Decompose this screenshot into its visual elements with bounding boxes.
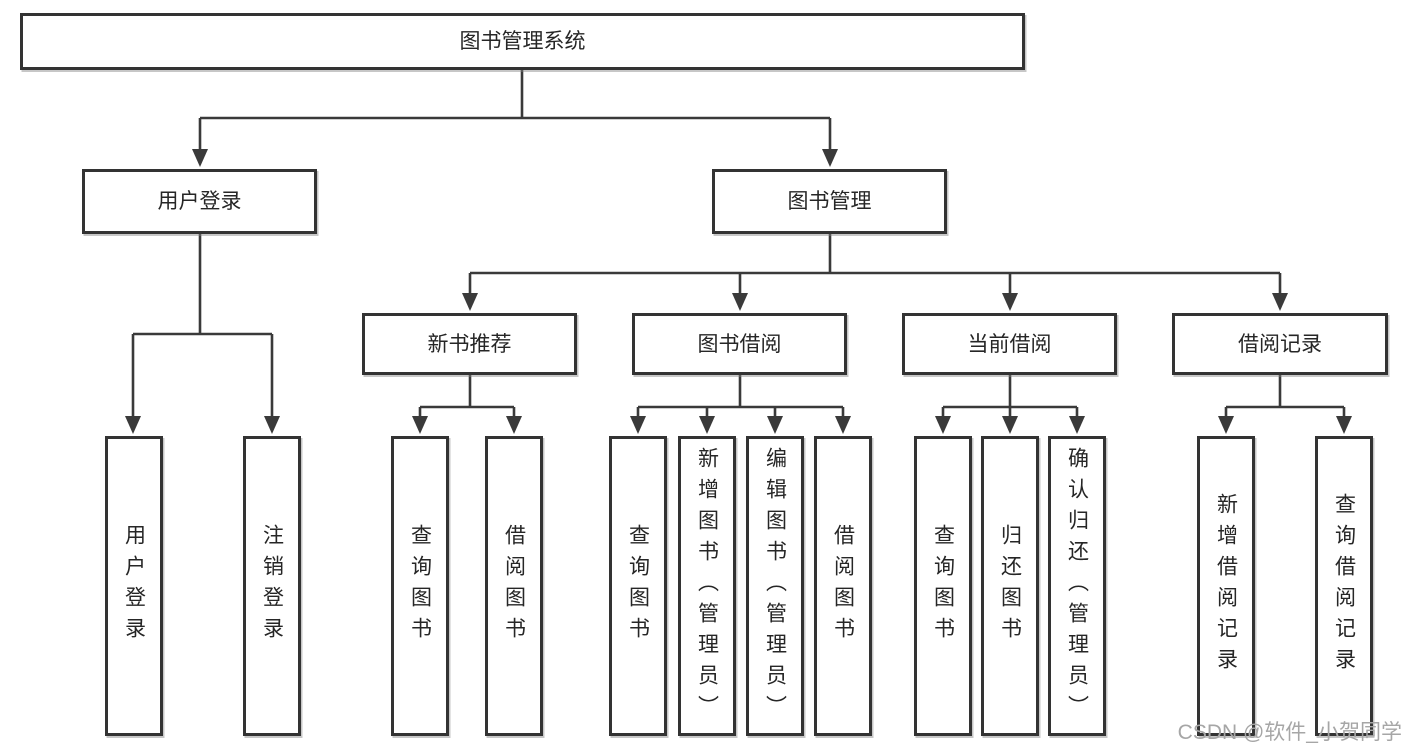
- node-label: 图书管理系统: [459, 30, 586, 53]
- node-current-borrowing: 当前借阅: [902, 313, 1117, 375]
- arrow-down-icon: [1002, 416, 1018, 434]
- leaf-label: 确认归还（管理员）: [1065, 446, 1089, 726]
- node-user-login: 用户登录: [82, 169, 317, 234]
- leaf-label: 查询图书: [931, 524, 955, 648]
- arrow-down-icon: [732, 293, 748, 311]
- node-library-management-system: 图书管理系统: [20, 13, 1025, 70]
- watermark: CSDN @软件_小贺同学: [1177, 721, 1402, 744]
- leaf-label: 借阅图书: [831, 524, 855, 648]
- node-label: 新书推荐: [427, 332, 512, 356]
- arrow-down-icon: [1272, 293, 1288, 311]
- connector-book-management-to-level3: [468, 234, 1282, 296]
- leaf-add-borrow-record: 新增借阅记录: [1197, 436, 1255, 736]
- arrow-down-icon: [1002, 293, 1018, 311]
- leaf-logout: 注销登录: [243, 436, 301, 736]
- leaf-borrow-books: 借阅图书: [814, 436, 872, 736]
- arrow-down-icon: [192, 149, 208, 167]
- arrow-down-icon: [125, 416, 141, 434]
- arrow-down-icon: [412, 416, 428, 434]
- leaf-edit-books-admin: 编辑图书（管理员）: [746, 436, 804, 736]
- leaf-label: 归还图书: [998, 524, 1022, 648]
- leaf-label: 编辑图书（管理员）: [763, 446, 787, 726]
- connector-borrowing-records-to-leaves: [1224, 375, 1346, 419]
- node-label: 当前借阅: [967, 332, 1052, 356]
- leaf-return-books: 归还图书: [981, 436, 1039, 736]
- node-borrowing-records: 借阅记录: [1172, 313, 1388, 375]
- arrow-down-icon: [935, 416, 951, 434]
- arrow-down-icon: [1336, 416, 1352, 434]
- arrow-down-icon: [835, 416, 851, 434]
- node-label: 用户登录: [157, 190, 242, 213]
- node-new-book-recommendation: 新书推荐: [362, 313, 577, 375]
- arrow-down-icon: [630, 416, 646, 434]
- leaf-label: 新增借阅记录: [1214, 493, 1238, 679]
- leaf-label: 查询图书: [408, 524, 432, 648]
- leaf-user-login: 用户登录: [105, 436, 163, 736]
- node-label: 图书借阅: [697, 332, 782, 356]
- leaf-query-borrow-record: 查询借阅记录: [1315, 436, 1373, 736]
- leaf-label: 注销登录: [260, 524, 284, 648]
- leaf-label: 新增图书（管理员）: [695, 446, 719, 726]
- node-label: 借阅记录: [1238, 332, 1322, 356]
- connector-book-borrowing-to-leaves: [636, 375, 845, 419]
- leaf-label: 查询图书: [626, 524, 650, 648]
- leaf-query-books-current: 查询图书: [914, 436, 972, 736]
- leaf-add-books-admin: 新增图书（管理员）: [678, 436, 736, 736]
- arrow-down-icon: [264, 416, 280, 434]
- connector-root-to-level2: [198, 70, 832, 152]
- connector-user-login-to-leaves: [131, 234, 274, 419]
- arrow-down-icon: [822, 149, 838, 167]
- leaf-label: 借阅图书: [502, 524, 526, 648]
- arrow-down-icon: [506, 416, 522, 434]
- leaf-borrow-books-recommend: 借阅图书: [485, 436, 543, 736]
- node-book-borrowing: 图书借阅: [632, 313, 847, 375]
- node-label: 图书管理: [787, 190, 872, 213]
- leaf-confirm-return-admin: 确认归还（管理员）: [1048, 436, 1106, 736]
- arrow-down-icon: [1218, 416, 1234, 434]
- arrow-down-icon: [767, 416, 783, 434]
- leaf-query-books-recommend: 查询图书: [391, 436, 449, 736]
- arrow-down-icon: [462, 293, 478, 311]
- connector-new-book-to-leaves: [418, 375, 516, 419]
- arrow-down-icon: [1069, 416, 1085, 434]
- leaf-label: 查询借阅记录: [1332, 493, 1356, 679]
- leaf-label: 用户登录: [122, 524, 146, 648]
- leaf-query-books-borrowing: 查询图书: [609, 436, 667, 736]
- connector-current-borrowing-to-leaves: [941, 375, 1079, 419]
- node-book-management: 图书管理: [712, 169, 947, 234]
- arrow-down-icon: [699, 416, 715, 434]
